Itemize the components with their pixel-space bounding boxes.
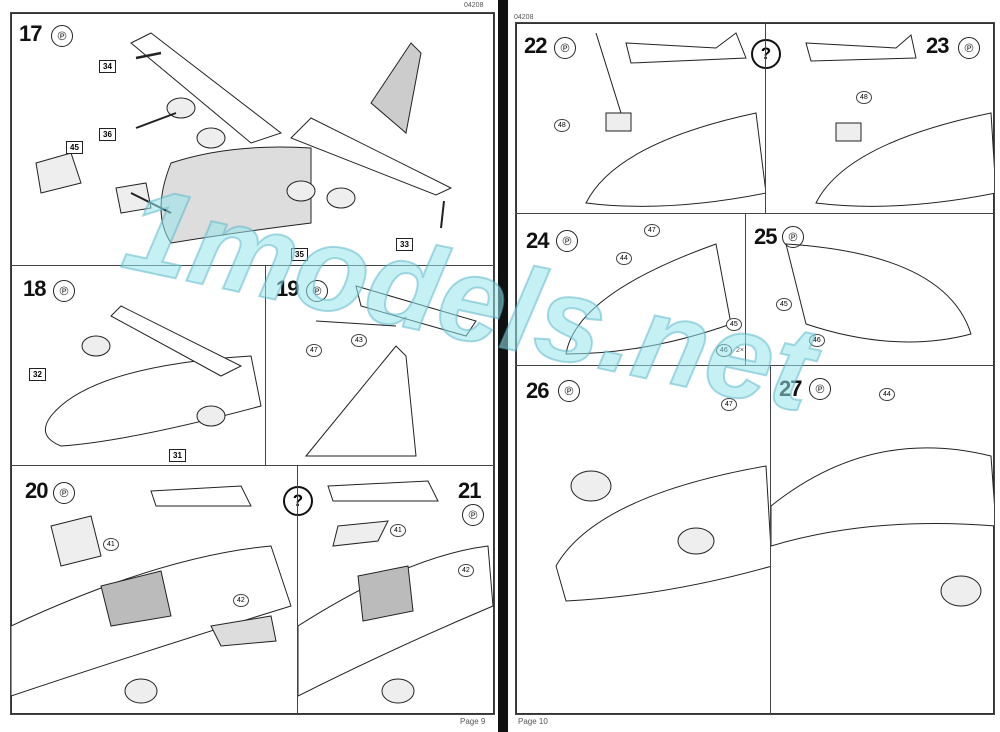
part-number: 47 [644,224,660,237]
step-18-drawing [44,305,262,447]
step-23-panel: 23 ℗ 48 [765,22,995,214]
glue-icon: ℗ [554,37,576,59]
glue-icon: ℗ [462,504,484,526]
step-18-panel: 18 ℗ 32 31 [10,265,266,466]
part-number: 33 [396,238,413,251]
part-number: 42 [233,594,249,607]
step-20-drawing [11,485,292,704]
step-27-drawing [771,447,994,607]
page-number: Page 10 [518,717,548,726]
part-number: 34 [99,60,116,73]
step-19-drawing [304,285,477,457]
part-number: 35 [291,248,308,261]
step-20-panel: 20 ℗ 41 42 [10,465,298,715]
step-number: 23 [926,33,950,58]
step-number: 22 [524,33,548,58]
part-number: 43 [351,334,367,347]
part-number: 47 [306,344,322,357]
step-number: 26 [526,378,550,403]
part-number: 42 [458,564,474,577]
step-22-panel: 22 ℗ 48 [515,22,766,214]
part-number: 48 [856,91,872,104]
quantity-note: 2× [736,347,744,354]
part-number: 45 [66,141,83,154]
step-number: 25 [754,224,778,249]
document-code: 04208 [514,14,534,21]
part-number: 44 [616,252,632,265]
step-number: 24 [526,228,550,253]
part-number: 45 [776,298,792,311]
step-number: 19 [276,276,300,301]
part-number: 41 [103,538,119,551]
page-number: Page 9 [460,717,486,726]
part-number: 48 [554,119,570,132]
right-page: 04208 22 ℗ 48 ? 23 ℗ 48 24 ℗ 47 44 45 46… [508,0,1000,732]
part-number: 45 [726,318,742,331]
part-number: 47 [721,398,737,411]
glue-icon: ℗ [958,37,980,59]
part-number: 32 [29,368,46,381]
step-24-drawing [565,243,732,355]
step-26-panel: 26 ℗ 47 [515,365,771,715]
step-27-panel: 27 ℗ 44 [770,365,995,715]
document-code: 04208 [464,2,484,9]
part-number: 36 [99,128,116,141]
step-23-drawing [805,34,994,207]
step-17-panel: 17 ℗ 34 36 45 35 33 [10,12,495,266]
step-19-panel: 19 ℗ 47 43 [265,265,495,466]
glue-icon: ℗ [53,482,75,504]
glue-icon: ℗ [306,280,328,302]
step-number: 18 [23,276,47,301]
page-divider [498,0,508,732]
step-number: 20 [25,478,49,503]
part-number: 31 [169,449,186,462]
step-21-panel: 21 ℗ 41 42 [297,465,495,715]
step-number: 27 [779,376,803,401]
step-number: 21 [458,478,482,503]
glue-icon: ℗ [556,230,578,252]
glue-icon: ℗ [782,226,804,248]
glue-icon: ℗ [558,380,580,402]
step-25-drawing [785,243,972,343]
part-number: 44 [879,388,895,401]
step-26-drawing [555,465,770,602]
glue-icon: ℗ [809,378,831,400]
step-22-drawing [585,32,765,207]
part-number: 46 [809,334,825,347]
step-25-panel: 25 ℗ 45 46 [745,213,995,366]
step-21-drawing [298,480,494,704]
step-17-drawing [35,32,453,244]
glue-icon: ℗ [51,25,73,47]
part-number: 41 [390,524,406,537]
part-number: 46 [716,344,732,357]
glue-icon: ℗ [53,280,75,302]
left-page: 04208 17 ℗ 34 36 45 [0,0,498,732]
step-number: 17 [19,21,43,46]
step-24-panel: 24 ℗ 47 44 45 46 2× [515,213,746,366]
